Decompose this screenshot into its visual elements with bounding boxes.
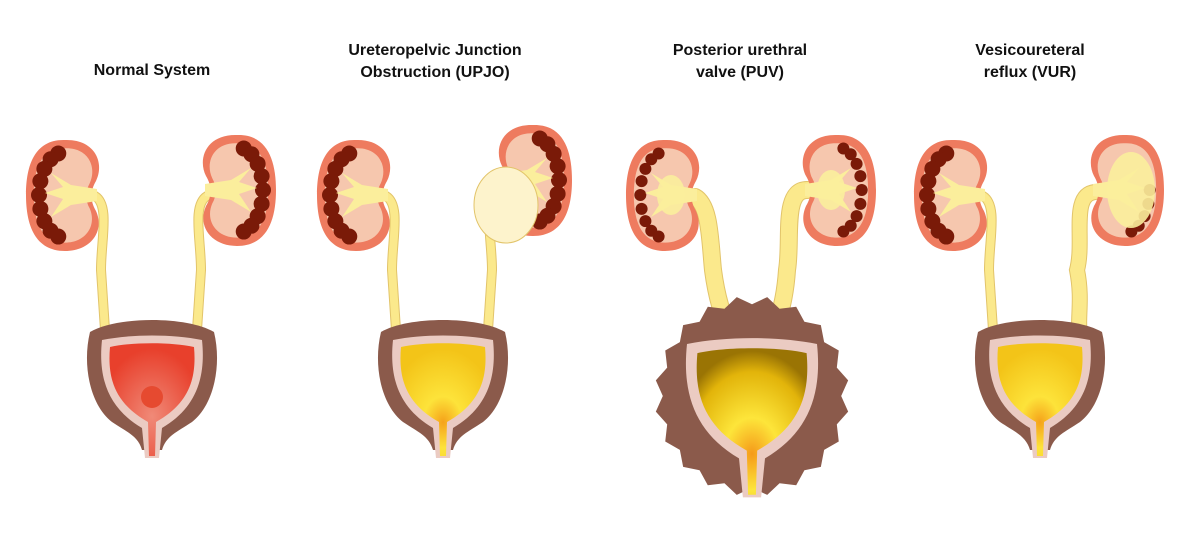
kidney-pyramid	[249, 155, 266, 172]
kidney-pyramid	[545, 145, 562, 162]
kidney-right	[202, 134, 276, 247]
kidney-left	[914, 139, 988, 252]
kidney-pyramid	[938, 228, 955, 245]
kidney-pyramid	[652, 230, 665, 243]
ureter-right	[1069, 185, 1102, 339]
kidney-left	[317, 139, 391, 252]
renal-pelvis	[933, 173, 985, 217]
ureter-left	[979, 192, 997, 334]
kidney-pyramid	[549, 185, 566, 202]
renal-pelvis	[45, 173, 97, 217]
kidney-pyramid	[854, 170, 867, 183]
kidney-left	[626, 139, 700, 252]
kidney-pyramid	[323, 200, 340, 217]
bladder	[377, 320, 509, 458]
kidney-pyramid	[235, 223, 252, 240]
kidney-left	[26, 139, 100, 252]
dilated-pelvis	[657, 175, 685, 215]
ureter-left	[91, 192, 109, 334]
kidney-pyramid	[32, 173, 49, 190]
bladder-enlarged	[655, 297, 849, 498]
ureter-left	[687, 189, 735, 333]
kidney-pyramid	[253, 168, 270, 185]
kidney-pyramid	[549, 158, 566, 175]
kidney-pyramid	[639, 215, 652, 228]
ureter-left	[382, 192, 400, 334]
kidney-pyramid	[635, 202, 648, 215]
kidney-pyramid	[341, 228, 358, 245]
kidney-pyramid	[255, 182, 271, 198]
kidney-pyramid	[639, 162, 652, 175]
kidney-pyramid	[1125, 225, 1138, 238]
dilated-renal-pelvis	[473, 166, 539, 244]
ureter-right	[193, 192, 211, 334]
kidney-pyramid	[837, 225, 850, 238]
kidney-pyramid	[645, 153, 658, 166]
kidney-pyramid	[634, 189, 647, 201]
renal-pelvis	[336, 173, 388, 217]
bladder-trigone	[141, 386, 163, 408]
renal-pelvis	[205, 168, 257, 212]
kidney-pyramid	[31, 187, 47, 203]
panel-title-normal: Normal System	[93, 62, 211, 79]
kidney-pyramid	[850, 210, 863, 223]
kidney-pyramid	[32, 200, 49, 217]
kidney-pyramid	[253, 195, 270, 212]
bladder	[974, 320, 1106, 458]
kidney-pyramid	[924, 160, 941, 177]
kidney-pyramid	[635, 175, 648, 188]
kidney-pyramid	[844, 148, 857, 161]
kidney-pyramid	[920, 200, 937, 217]
kidney-pyramid	[322, 187, 338, 203]
kidney-pyramid	[919, 187, 935, 203]
bladder-urine	[696, 348, 808, 495]
dilated-pelvis	[817, 170, 845, 210]
kidney-right	[1090, 134, 1164, 247]
kidney-pyramid	[855, 184, 868, 196]
kidney-pyramid	[551, 172, 567, 188]
kidney-pyramid	[36, 160, 53, 177]
dilated-pelvis	[1107, 152, 1155, 228]
kidney-right	[802, 134, 876, 247]
kidney-pyramid	[850, 157, 863, 170]
kidney-pyramid	[854, 197, 867, 210]
kidney-pyramid	[50, 228, 67, 245]
bladder-urine	[400, 343, 486, 456]
kidney-pyramid	[327, 160, 344, 177]
kidney-pyramid	[323, 173, 340, 190]
bladder-urine	[997, 343, 1083, 456]
kidney-pyramid	[920, 173, 937, 190]
